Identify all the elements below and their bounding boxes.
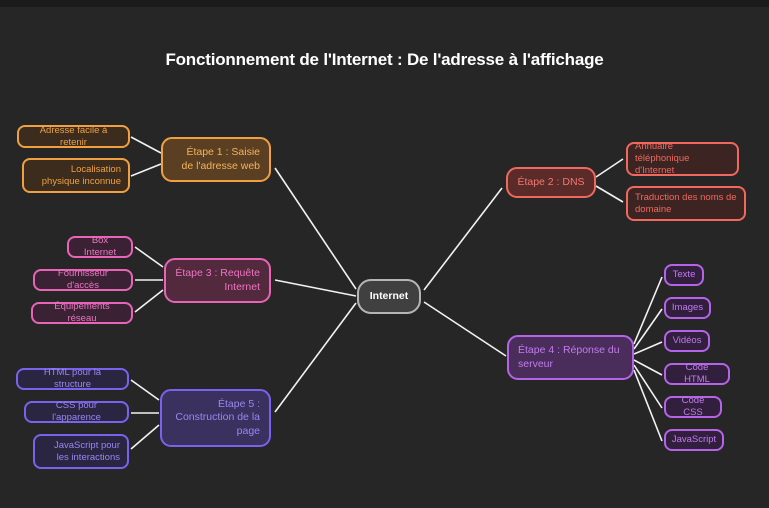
edge-step1-item0 [130, 136, 162, 154]
edge-step1-item1 [130, 163, 162, 177]
edge-step4-item2 [633, 341, 663, 355]
step2-node: Étape 2 : DNS [506, 167, 596, 198]
step3-node: Étape 3 : Requête Internet [164, 258, 271, 303]
step4-item-4: Code CSS [664, 395, 722, 418]
step2-item-0: Annuaire téléphonique d'Internet [626, 141, 739, 176]
step5-item-2: JavaScript pour les interactions [33, 434, 129, 469]
edge-center-step4 [423, 301, 507, 357]
edge-step4-item0 [633, 276, 663, 345]
edge-step3-item2 [134, 289, 164, 313]
step5-item-0: HTML pour la structure [16, 367, 129, 390]
step3-item-2: Équipements réseau [31, 301, 133, 324]
edge-center-step2 [423, 187, 503, 291]
edge-step2-item0 [595, 158, 624, 178]
edge-step4-item5 [633, 369, 663, 442]
step3-item-1: Fournisseur d'accès [33, 268, 133, 291]
step4-item-3: Code HTML [664, 362, 730, 385]
edge-step4-item3 [633, 359, 663, 376]
edge-step3-item0 [134, 246, 164, 268]
edge-center-step1 [274, 167, 357, 290]
step4-item-2: Vidéos [664, 330, 710, 352]
step5-node: Étape 5 : Construction de la page [160, 389, 271, 447]
step4-node: Étape 4 : Réponse du serveur [507, 335, 634, 380]
edge-step2-item1 [595, 185, 624, 203]
center-node-internet: Internet [357, 279, 421, 314]
edge-center-step3 [274, 279, 357, 297]
edge-step4-item4 [633, 364, 663, 409]
edge-step5-item0 [130, 379, 160, 401]
step1-item-0: Adresse facile à retenir [17, 125, 130, 148]
edge-step4-item1 [633, 308, 663, 350]
diagram-title: Fonctionnement de l'Internet : De l'adre… [165, 50, 604, 69]
step2-item-1: Traduction des noms de domaine [626, 186, 746, 221]
step1-item-1: Localisation physique inconnue [22, 158, 130, 193]
step5-item-1: CSS pour l'apparence [24, 400, 129, 423]
step4-item-0: Texte [664, 264, 704, 286]
step4-item-5: JavaScript [664, 429, 724, 451]
edge-center-step5 [274, 302, 357, 413]
step3-item-0: Box Internet [67, 235, 133, 258]
step4-item-1: Images [664, 297, 711, 319]
step1-node: Étape 1 : Saisie de l'adresse web [161, 137, 271, 182]
edge-step5-item2 [130, 424, 160, 450]
window-top-bar [0, 0, 769, 7]
